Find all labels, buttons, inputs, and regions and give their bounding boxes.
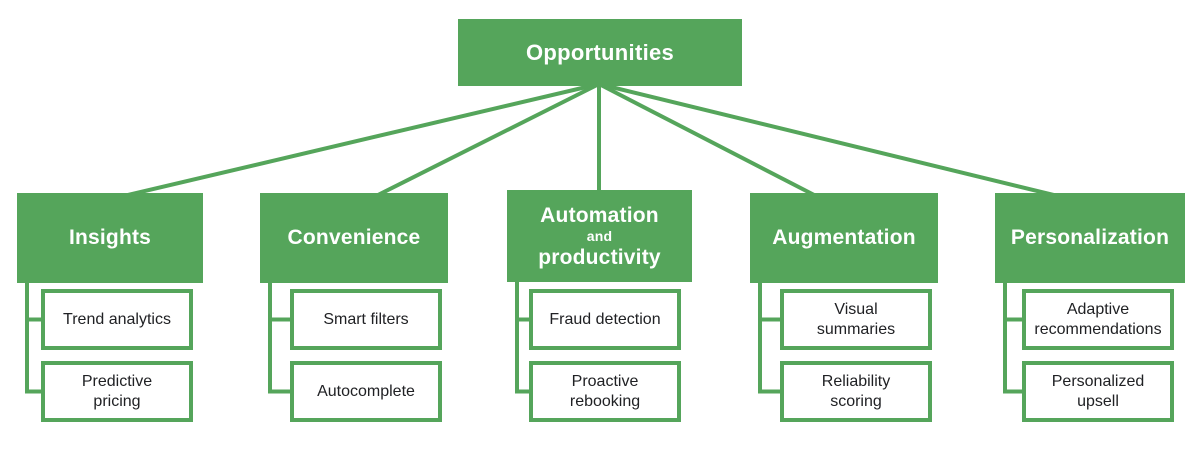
connector-root-augmentation bbox=[598, 82, 821, 200]
leaf-label: Smart filters bbox=[323, 310, 409, 328]
connector-automation-children bbox=[515, 280, 531, 394]
leaf-label: Adaptive recommendations bbox=[1034, 300, 1162, 338]
connector-personalization-children bbox=[1003, 281, 1024, 394]
leaf-label: Predictive pricing bbox=[81, 372, 153, 410]
connector-root-convenience bbox=[371, 82, 600, 200]
category-node-convenience: Convenience bbox=[260, 193, 448, 283]
category-node-insights: Insights bbox=[17, 193, 203, 283]
leaf-label: Personalized upsell bbox=[1051, 372, 1145, 410]
leaf-node-visual-summaries: Visual summaries bbox=[780, 289, 932, 350]
leaf-node-autocomplete: Autocomplete bbox=[290, 361, 442, 422]
leaf-label: Reliability scoring bbox=[821, 372, 891, 410]
leaf-node-adaptive-recommendations: Adaptive recommendations bbox=[1022, 289, 1174, 350]
category-label: Personalization bbox=[1010, 226, 1170, 249]
category-node-augmentation: Augmentation bbox=[750, 193, 938, 283]
leaf-label: Fraud detection bbox=[549, 310, 661, 328]
connector-root-insights bbox=[114, 82, 600, 200]
leaf-node-reliability-scoring: Reliability scoring bbox=[780, 361, 932, 422]
leaf-node-smart-filters: Smart filters bbox=[290, 289, 442, 350]
category-label-line3: productivity bbox=[538, 245, 661, 269]
leaf-node-proactive-rebooking: Proactive rebooking bbox=[529, 361, 681, 422]
leaf-node-trend-analytics: Trend analytics bbox=[41, 289, 193, 350]
category-label: Augmentation bbox=[772, 226, 916, 249]
connector-convenience-children bbox=[268, 281, 292, 394]
connector-root-personalization bbox=[598, 82, 1067, 200]
leaf-node-fraud-detection: Fraud detection bbox=[529, 289, 681, 350]
connector-augmentation-children bbox=[758, 281, 782, 394]
category-node-automation-productivity: Automation and productivity bbox=[507, 190, 692, 282]
connector-insights-children bbox=[25, 281, 43, 394]
category-label: Insights bbox=[68, 226, 152, 249]
leaf-label: Autocomplete bbox=[317, 382, 415, 400]
leaf-label: Trend analytics bbox=[63, 310, 171, 328]
leaf-node-predictive-pricing: Predictive pricing bbox=[41, 361, 193, 422]
root-node-label: Opportunities bbox=[525, 39, 675, 65]
leaf-label: Visual summaries bbox=[816, 300, 896, 338]
category-node-personalization: Personalization bbox=[995, 193, 1185, 283]
category-label-line1: Automation bbox=[540, 203, 659, 227]
leaf-node-personalized-upsell: Personalized upsell bbox=[1022, 361, 1174, 422]
leaf-label: Proactive rebooking bbox=[569, 372, 641, 410]
category-label: Convenience bbox=[287, 226, 421, 249]
category-label-line2: and bbox=[586, 227, 613, 244]
root-node-opportunities: Opportunities bbox=[458, 19, 742, 86]
